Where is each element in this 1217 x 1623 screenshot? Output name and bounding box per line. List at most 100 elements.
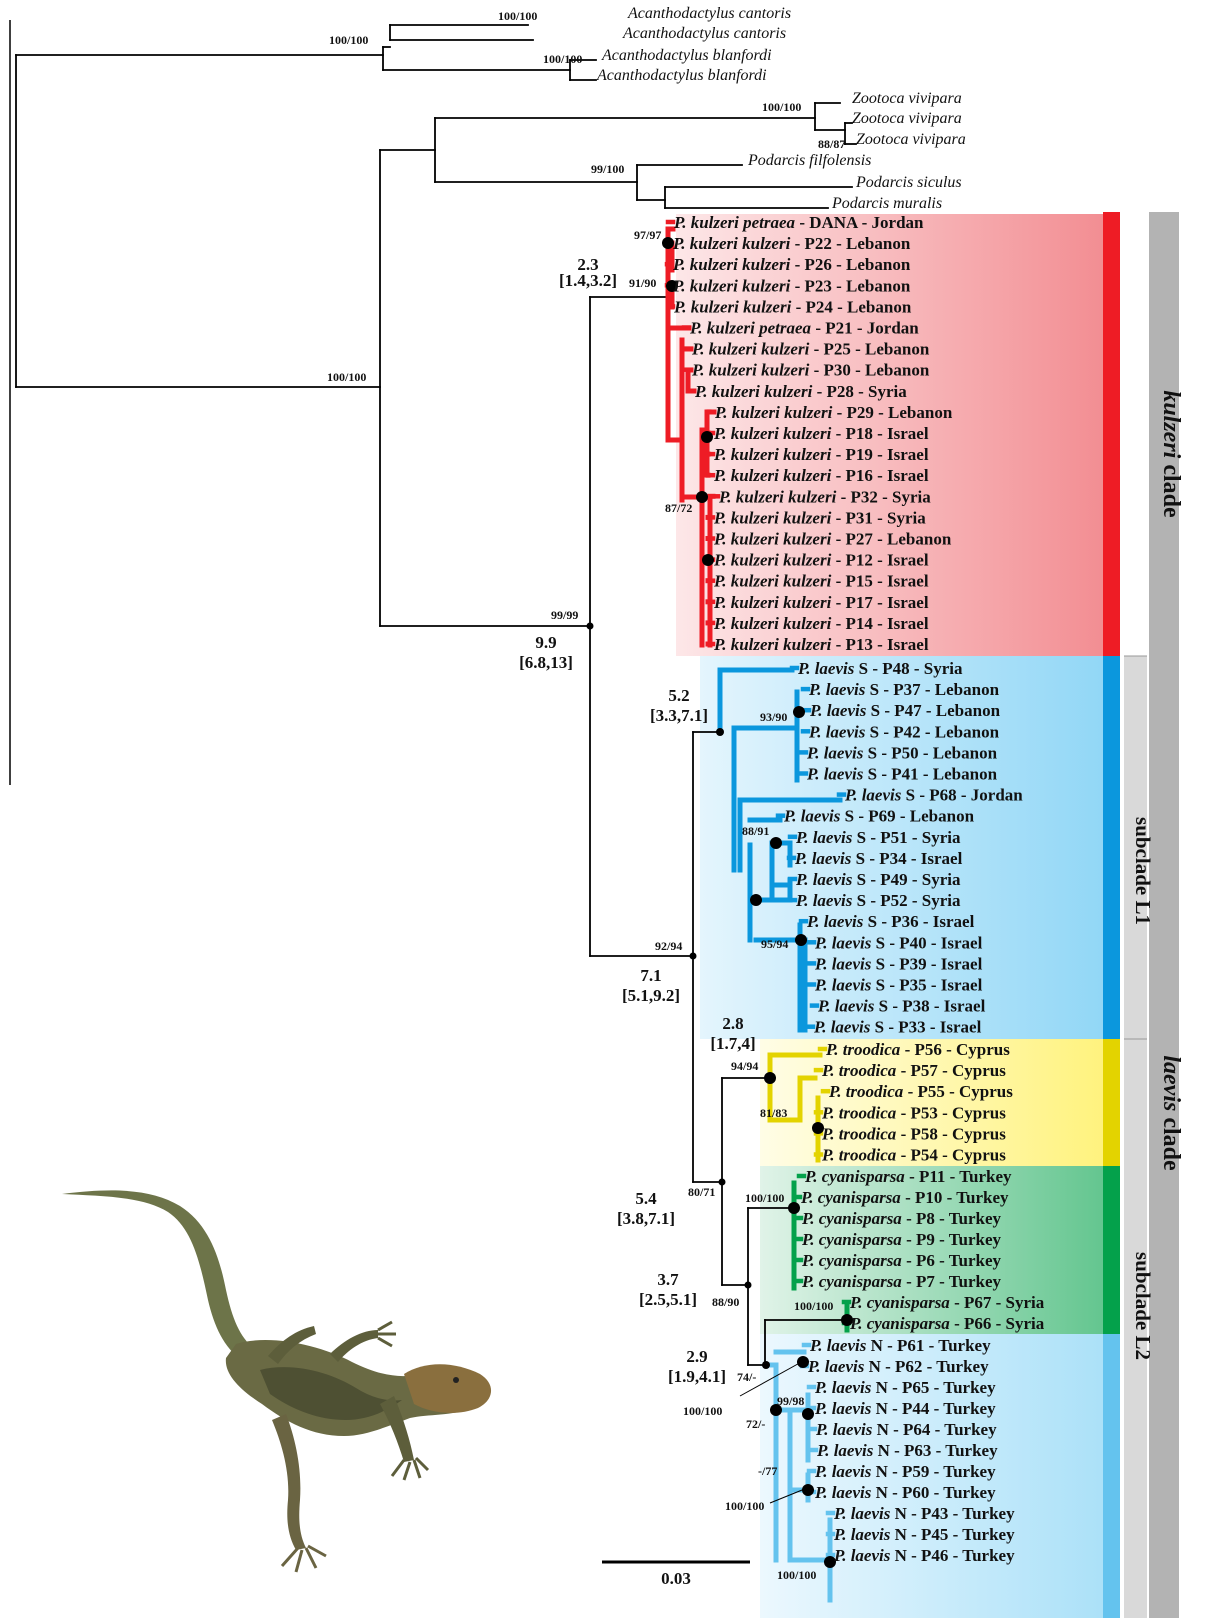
node-dot xyxy=(690,953,697,960)
tip-label: P. kulzeri kulzeri - P24 - Lebanon xyxy=(673,297,912,316)
support-value: 100/100 xyxy=(762,100,801,114)
tip-label: P. laevis S - P51 - Syria xyxy=(795,828,961,847)
node-dot xyxy=(702,554,714,566)
laevis-north-color-bar xyxy=(1103,1334,1120,1618)
support-value: 94/94 xyxy=(731,1059,758,1073)
tip-label: P. laevis S - P34 - Israel xyxy=(794,849,963,868)
tip-label: P. troodica - P53 - Cyprus xyxy=(821,1103,1006,1122)
tip-label: Acanthodactylus cantoris xyxy=(622,25,786,42)
tip-label: P. kulzeri kulzeri - P25 - Lebanon xyxy=(691,340,930,359)
tip-label: P. kulzeri kulzeri - P30 - Lebanon xyxy=(691,361,930,380)
tip-label: P. kulzeri kulzeri - P14 - Israel xyxy=(713,614,929,633)
support-value: 99/99 xyxy=(551,608,578,622)
tip-label: P. kulzeri petraea - P21 - Jordan xyxy=(689,319,919,338)
tip-label: P. laevis S - P52 - Syria xyxy=(795,891,961,910)
tip-label: P. laevis S - P33 - Israel xyxy=(813,1018,982,1037)
tip-label: P. laevis N - P44 - Turkey xyxy=(814,1399,996,1418)
scale-bar: 0.03 xyxy=(602,1562,750,1588)
tip-label: P. laevis N - P61 - Turkey xyxy=(809,1336,991,1355)
age-hpd: [1.7,4] xyxy=(710,1034,755,1053)
age-mean: 7.1 xyxy=(640,966,661,985)
node-dot xyxy=(793,706,805,718)
support-value: 80/71 xyxy=(688,1185,715,1199)
tip-label: P. laevis S - P69 - Lebanon xyxy=(783,807,975,826)
support-value: 100/100 xyxy=(329,33,368,47)
age-hpd: [2.5,5.1] xyxy=(639,1290,697,1309)
node-dot xyxy=(701,431,713,443)
tip-label: P. cyanisparsa - P9 - Turkey xyxy=(801,1230,1001,1249)
tip-label: P. laevis S - P40 - Israel xyxy=(814,933,983,952)
tip-label: P. troodica - P54 - Cyprus xyxy=(821,1146,1006,1165)
support-value: 100/100 xyxy=(794,1299,833,1313)
tip-label: P. troodica - P55 - Cyprus xyxy=(828,1082,1013,1101)
subclade-l1-label: subclade L1 xyxy=(1131,817,1155,925)
tip-label: P. laevis S - P39 - Israel xyxy=(814,954,983,973)
laevis-south-color-bar xyxy=(1103,656,1120,1039)
tip-label: P. cyanisparsa - P8 - Turkey xyxy=(801,1209,1001,1228)
age-hpd: [3.8,7.1] xyxy=(617,1209,675,1228)
age-hpd: [1.9,4.1] xyxy=(668,1367,726,1386)
tip-label: P. laevis N - P46 - Turkey xyxy=(833,1546,1015,1565)
tip-label: P. kulzeri kulzeri - P12 - Israel xyxy=(713,551,929,570)
node-dot xyxy=(764,1072,776,1084)
tip-label: P. troodica - P58 - Cyprus xyxy=(821,1124,1006,1143)
support-value: 100/100 xyxy=(498,9,537,23)
node-dot xyxy=(795,934,807,946)
support-value: 95/94 xyxy=(761,937,788,951)
support-value: 91/90 xyxy=(629,276,656,290)
node-dot xyxy=(716,728,724,736)
support-value: 74/- xyxy=(737,1370,756,1384)
support-value: 88/91 xyxy=(742,824,769,838)
support-value: 93/90 xyxy=(760,710,787,724)
support-value: 100/100 xyxy=(683,1404,722,1418)
node-dot xyxy=(762,1361,770,1369)
age-hpd: [5.1,9.2] xyxy=(622,986,680,1005)
tip-label: Podarcis filfolensis xyxy=(747,152,871,169)
tip-label: P. laevis S - P47 - Lebanon xyxy=(809,701,1001,720)
support-value: 81/83 xyxy=(760,1106,787,1120)
tip-label: P. laevis N - P62 - Turkey xyxy=(807,1357,989,1376)
tip-label: P. kulzeri kulzeri - P32 - Syria xyxy=(718,487,931,506)
tip-label: P. laevis N - P45 - Turkey xyxy=(833,1525,1015,1544)
tip-label: P. laevis N - P60 - Turkey xyxy=(814,1483,996,1502)
tip-label: Podarcis muralis xyxy=(831,195,942,212)
tip-label: P. kulzeri kulzeri - P18 - Israel xyxy=(713,424,929,443)
tip-label: P. kulzeri kulzeri - P23 - Lebanon xyxy=(672,276,911,295)
tip-label: P. laevis N - P64 - Turkey xyxy=(815,1420,997,1439)
tip-label: P. cyanisparsa - P6 - Turkey xyxy=(801,1251,1001,1270)
clade-color-bars xyxy=(1103,212,1120,1618)
tip-label: Zootoca vivipara xyxy=(852,110,962,127)
node-dot xyxy=(802,1484,814,1496)
tip-label: P. cyanisparsa - P67 - Syria xyxy=(849,1293,1045,1312)
node-dot xyxy=(770,837,782,849)
tip-label: P. kulzeri kulzeri - P26 - Lebanon xyxy=(672,255,911,274)
kulzeri-clade-label: kulzeri clade xyxy=(1158,390,1184,518)
tip-label: P. laevis S - P36 - Israel xyxy=(806,912,975,931)
tip-label: P. kulzeri kulzeri - P16 - Israel xyxy=(713,466,929,485)
node-dot xyxy=(745,1282,752,1289)
support-value: 92/94 xyxy=(655,939,682,953)
age-mean: 5.4 xyxy=(635,1189,657,1208)
tip-label: P. troodica - P56 - Cyprus xyxy=(825,1040,1010,1059)
tip-label: Acanthodactylus blanfordi xyxy=(601,47,772,64)
tip-label: Podarcis siculus xyxy=(855,174,962,191)
tip-label: P. kulzeri kulzeri - P15 - Israel xyxy=(713,572,929,591)
tip-label: P. laevis S - P37 - Lebanon xyxy=(808,680,1000,699)
tip-label: P. laevis S - P48 - Syria xyxy=(797,659,963,678)
tip-label: P. laevis S - P49 - Syria xyxy=(795,870,961,889)
tip-label: P. troodica - P57 - Cyprus xyxy=(821,1061,1006,1080)
tip-label: P. kulzeri kulzeri - P27 - Lebanon xyxy=(713,530,952,549)
tip-label: P. kulzeri kulzeri - P31 - Syria xyxy=(713,508,926,527)
tip-label: P. kulzeri kulzeri - P22 - Lebanon xyxy=(672,234,911,253)
support-value: 87/72 xyxy=(665,501,692,515)
kulzeri-color-bar xyxy=(1103,212,1120,656)
tip-label: Acanthodactylus blanfordi xyxy=(596,67,767,84)
node-dot xyxy=(587,623,594,630)
tip-label: P. kulzeri kulzeri - P29 - Lebanon xyxy=(714,403,953,422)
age-mean: 2.8 xyxy=(722,1014,743,1033)
age-mean: 5.2 xyxy=(668,686,689,705)
node-dot xyxy=(750,894,762,906)
tip-label: P. laevis S - P35 - Israel xyxy=(814,976,983,995)
